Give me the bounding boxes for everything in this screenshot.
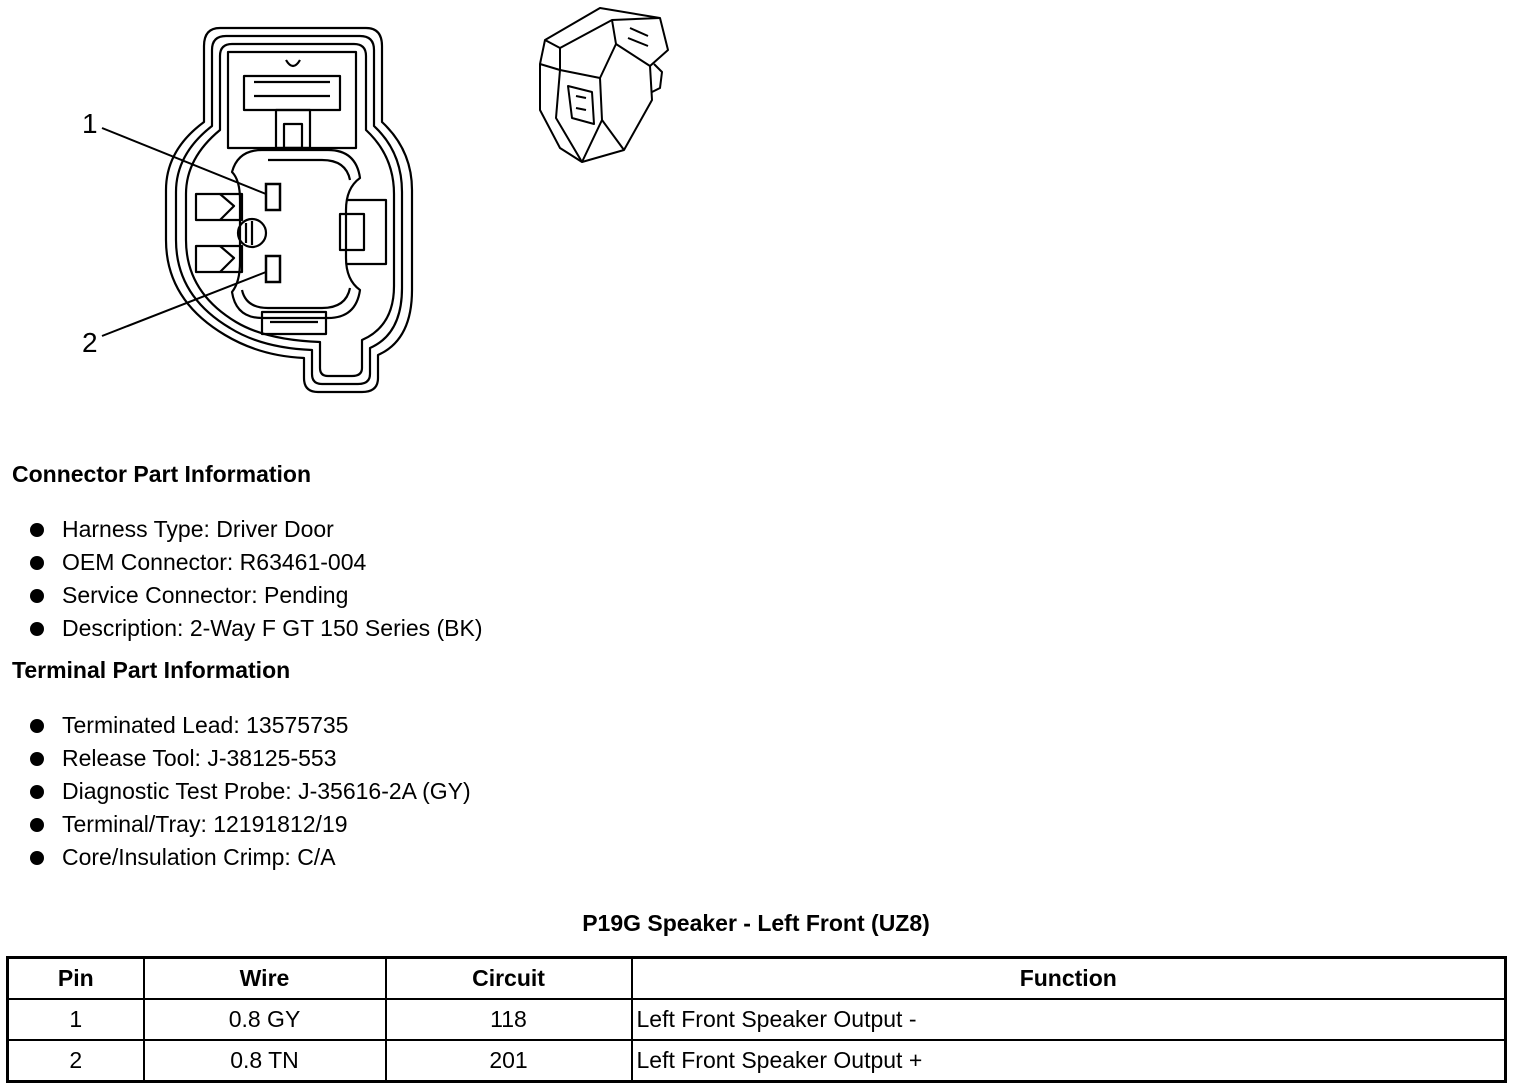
header-circuit: Circuit xyxy=(384,956,633,1000)
list-item: Description: 2-Way F GT 150 Series (BK) xyxy=(28,612,483,645)
cell-circuit: 118 xyxy=(384,998,633,1041)
header-wire: Wire xyxy=(142,956,387,1000)
terminal-info-list: Terminated Lead: 13575735 Release Tool: … xyxy=(28,709,471,874)
terminal-pin-1 xyxy=(264,182,282,212)
terminal-cavity xyxy=(230,148,362,320)
bullet-icon xyxy=(30,523,44,537)
callout-label-2: 2 xyxy=(82,327,98,358)
bullet-icon xyxy=(30,752,44,766)
cell-circuit: 201 xyxy=(384,1039,633,1083)
terminal-pin-2 xyxy=(264,254,282,284)
callout-label-1: 1 xyxy=(82,108,98,139)
list-item: Harness Type: Driver Door xyxy=(28,513,483,546)
list-item: Terminal/Tray: 12191812/19 xyxy=(28,808,471,841)
bullet-icon xyxy=(30,785,44,799)
terminal-info-heading: Terminal Part Information xyxy=(12,657,291,683)
list-item: OEM Connector: R63461-004 xyxy=(28,546,483,579)
list-item: Release Tool: J-38125-553 xyxy=(28,742,471,775)
bullet-icon xyxy=(30,622,44,636)
connector-info-heading: Connector Part Information xyxy=(12,461,312,487)
cell-function: Left Front Speaker Output - xyxy=(630,998,1507,1041)
cell-wire: 0.8 GY xyxy=(142,998,387,1041)
header-function: Function xyxy=(630,956,1507,1000)
bullet-icon xyxy=(30,719,44,733)
cell-wire: 0.8 TN xyxy=(142,1039,387,1083)
bullet-icon xyxy=(30,818,44,832)
list-item: Terminated Lead: 13575735 xyxy=(28,709,471,742)
bullet-icon xyxy=(30,589,44,603)
list-item: Core/Insulation Crimp: C/A xyxy=(28,841,471,874)
connector-isometric-view xyxy=(539,7,669,163)
connector-diagram: 1 2 xyxy=(82,7,669,394)
bullet-icon xyxy=(30,556,44,570)
table-title: P19G Speaker - Left Front (UZ8) xyxy=(582,910,930,936)
table-header-row: Pin Wire Circuit Function xyxy=(6,956,1507,1000)
connector-housing-outline xyxy=(164,26,414,394)
connector-info-list: Harness Type: Driver Door OEM Connector:… xyxy=(28,513,483,645)
cell-pin: 2 xyxy=(6,1039,145,1083)
list-item: Diagnostic Test Probe: J-35616-2A (GY) xyxy=(28,775,471,808)
table-row: 2 0.8 TN 201 Left Front Speaker Output + xyxy=(6,1039,1507,1083)
table-row: 1 0.8 GY 118 Left Front Speaker Output - xyxy=(6,998,1507,1041)
bullet-icon xyxy=(30,851,44,865)
cell-pin: 1 xyxy=(6,998,145,1041)
list-item: Service Connector: Pending xyxy=(28,579,483,612)
cell-function: Left Front Speaker Output + xyxy=(630,1039,1507,1083)
pinout-table: Pin Wire Circuit Function 1 0.8 GY 118 L… xyxy=(6,956,1507,1083)
header-pin: Pin xyxy=(6,956,145,1000)
